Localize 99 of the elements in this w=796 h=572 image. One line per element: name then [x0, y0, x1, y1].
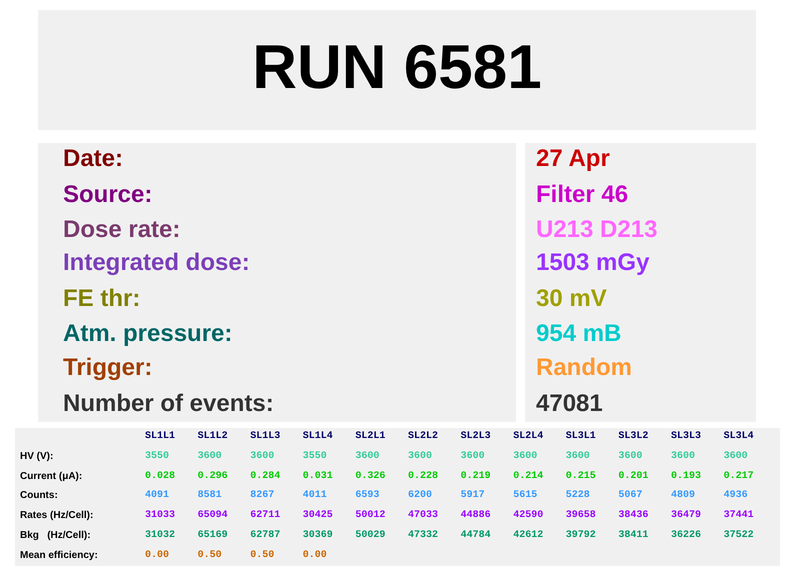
table-value: 0.284 — [250, 470, 280, 482]
column-header: SL2L3 — [460, 431, 491, 442]
table-value: 5615 — [513, 490, 538, 502]
field-value: U213 D213 — [536, 216, 658, 244]
table-value: 8267 — [250, 490, 274, 502]
row-label: Current (μA): — [20, 470, 82, 482]
field-value: 954 mB — [536, 320, 622, 348]
table-value: 44784 — [460, 530, 491, 541]
table-value: 0.00 — [145, 550, 170, 560]
table-value: 3600 — [408, 451, 432, 462]
table-value: 3600 — [355, 451, 380, 462]
table-value: 38411 — [618, 530, 648, 541]
field-value: 47081 — [536, 390, 603, 418]
table-value: 0.228 — [408, 470, 438, 482]
column-header: SL1L4 — [302, 431, 333, 442]
run-title: RUN 6581 — [251, 32, 543, 104]
field-label: FE thr: — [63, 285, 140, 313]
row-label: Rates (Hz/Cell): — [20, 510, 94, 522]
table-value: 0.214 — [513, 470, 544, 482]
column-header: SL1L3 — [250, 431, 280, 442]
table-value: 3600 — [198, 451, 222, 462]
table-value: 3600 — [618, 451, 642, 462]
column-header: SL3L3 — [671, 431, 702, 442]
table-value: 0.028 — [145, 470, 176, 482]
table-value: 38436 — [618, 510, 648, 522]
table-value: 0.217 — [724, 470, 754, 482]
column-header: SL2L1 — [355, 431, 386, 442]
table-value: 65169 — [198, 530, 228, 541]
field-label: Date: — [63, 145, 124, 173]
table-value: 0.50 — [198, 550, 222, 560]
column-header: SL3L2 — [618, 431, 648, 442]
table-value: 3600 — [460, 451, 485, 462]
table-value: 0.215 — [566, 470, 596, 482]
table-value: 0.50 — [250, 550, 274, 560]
column-header: SL2L4 — [513, 431, 544, 442]
table-value: 42612 — [513, 530, 544, 541]
table-value: 62787 — [250, 530, 280, 541]
table-value: 0.031 — [302, 470, 333, 482]
field-label: Source: — [63, 181, 152, 209]
column-header: SL3L4 — [724, 431, 754, 442]
row-label: Mean efficiency: — [20, 550, 98, 560]
table-value: 8581 — [198, 490, 222, 502]
table-value: 0.219 — [460, 470, 491, 482]
table-value: 39792 — [566, 530, 596, 541]
table-value: 3600 — [566, 451, 590, 462]
table-value: 47332 — [408, 530, 438, 541]
table-value: 5228 — [566, 490, 590, 502]
table-value: 31033 — [145, 510, 176, 522]
column-header: SL1L1 — [145, 431, 176, 442]
table-value: 5067 — [618, 490, 642, 502]
table-value: 0.201 — [618, 470, 648, 482]
table-value: 6593 — [355, 490, 380, 502]
field-value: 1503 mGy — [536, 249, 650, 277]
table-value: 50029 — [355, 530, 386, 541]
table-value: 6200 — [408, 490, 432, 502]
table-value: 39658 — [566, 510, 596, 522]
field-value: 30 mV — [536, 285, 607, 313]
table-value: 36479 — [671, 510, 702, 522]
table-value: 37522 — [724, 530, 754, 541]
table-value: 5917 — [460, 490, 485, 502]
table-value: 3550 — [145, 451, 170, 462]
row-label: Counts: — [20, 490, 58, 502]
field-value: Filter 46 — [536, 181, 628, 209]
table-value: 4809 — [671, 490, 696, 502]
field-label: Number of events: — [63, 390, 274, 418]
table-value: 30369 — [302, 530, 333, 541]
table-value: 44886 — [460, 510, 491, 522]
column-header: SL3L1 — [566, 431, 596, 442]
table-value: 3600 — [724, 451, 748, 462]
row-label: HV (V): — [20, 451, 54, 462]
table-value: 62711 — [250, 510, 280, 522]
field-value: Random — [536, 354, 632, 382]
table-value: 3550 — [302, 451, 327, 462]
table-value: 4091 — [145, 490, 170, 502]
field-label: Dose rate: — [63, 216, 180, 244]
table-value: 0.00 — [302, 550, 327, 560]
column-header: SL2L2 — [408, 431, 438, 442]
table-value: 0.326 — [355, 470, 386, 482]
table-value: 36226 — [671, 530, 702, 541]
table-value: 47033 — [408, 510, 438, 522]
field-label: Trigger: — [63, 354, 152, 382]
table-value: 31032 — [145, 530, 176, 541]
table-value: 42590 — [513, 510, 544, 522]
table-value: 0.193 — [671, 470, 702, 482]
table-value: 4936 — [724, 490, 748, 502]
table-value: 3600 — [250, 451, 274, 462]
table-value: 37441 — [724, 510, 754, 522]
table-value: 30425 — [302, 510, 333, 522]
column-header: SL1L2 — [198, 431, 228, 442]
field-label: Integrated dose: — [63, 249, 250, 277]
table-value: 50012 — [355, 510, 386, 522]
table-value: 3600 — [671, 451, 696, 462]
table-value: 3600 — [513, 451, 538, 462]
row-label: Bkg (Hz/Cell): — [20, 530, 91, 541]
field-value: 27 Apr — [536, 145, 610, 173]
field-label: Atm. pressure: — [63, 320, 232, 348]
table-value: 65094 — [198, 510, 228, 522]
table-value: 4011 — [302, 490, 327, 502]
table-value: 0.296 — [198, 470, 228, 482]
